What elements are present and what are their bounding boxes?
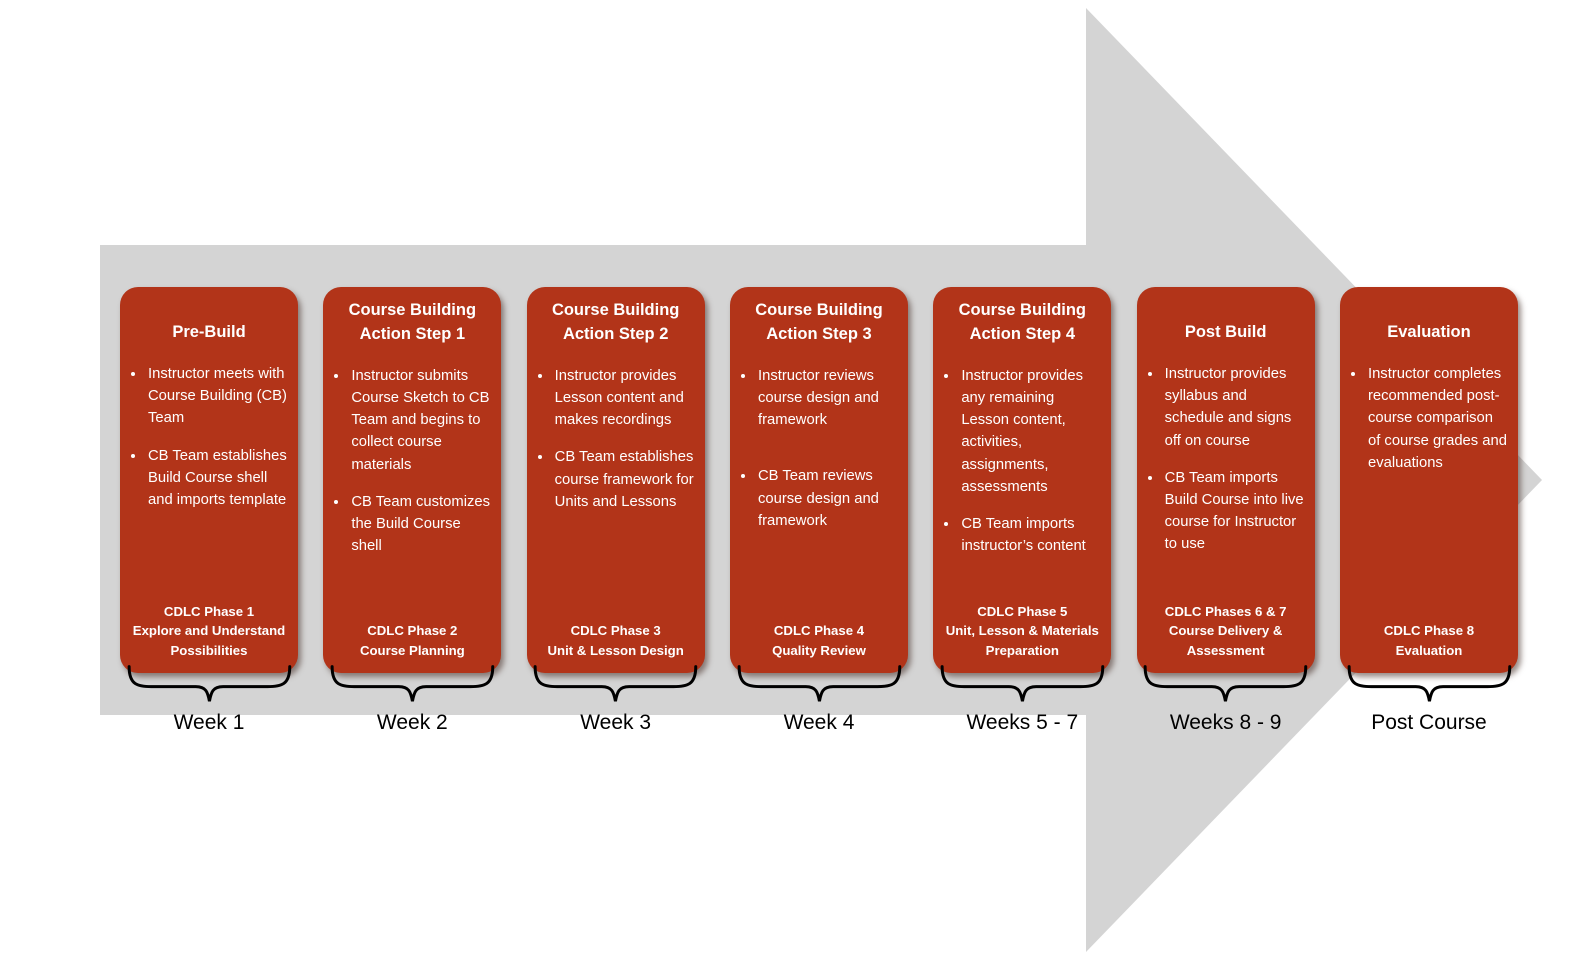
timeline-steps-row: Pre-Build Instructor meets with Course B…: [120, 287, 1518, 735]
phase-line: Explore and Understand Possibilities: [132, 623, 286, 659]
bullet-item: Instructor reviews course design and fra…: [756, 365, 898, 432]
phase-line: CDLC Phase 8: [1383, 623, 1475, 639]
week-label: Week 2: [376, 711, 448, 734]
card-title: Evaluation: [1387, 323, 1471, 342]
phase-line: CDLC Phase 4: [773, 623, 865, 639]
curly-brace-icon: [530, 663, 701, 703]
curly-brace-icon: [734, 663, 905, 703]
week-label: Weeks 8 - 9: [1169, 711, 1282, 734]
bullet-item: CB Team imports instructor’s content: [959, 513, 1101, 557]
phase-line: Evaluation: [1395, 643, 1463, 659]
timeline-step: Pre-Build Instructor meets with Course B…: [120, 287, 298, 735]
phase-line: CDLC Phase 5: [977, 603, 1068, 619]
card-title: Course Building Action Step 4: [958, 301, 1087, 343]
curly-brace-icon: [124, 663, 295, 703]
card-action-step-3: Course Building Action Step 3 Instructor…: [729, 287, 908, 673]
bullet-list: Instructor completes recommended post-co…: [1350, 363, 1508, 489]
phase-label: CDLC Phase 1 Explore and Understand Poss…: [130, 602, 288, 663]
timeline-step: Course Building Action Step 4 Instructor…: [933, 287, 1112, 735]
card-title: Course Building Action Step 3: [755, 301, 883, 343]
timeline-step: Post Build Instructor provides syllabus …: [1136, 287, 1315, 735]
curly-brace-icon: [1344, 663, 1515, 703]
bullet-item: Instructor completes recommended post-co…: [1366, 363, 1508, 474]
phase-line: CDLC Phase 1: [163, 603, 255, 619]
timeline-step: Evaluation Instructor completes recommen…: [1339, 287, 1518, 735]
bullet-item: Instructor submits Course Sketch to CB T…: [349, 365, 491, 476]
card-title: Post Build: [1184, 323, 1267, 342]
phase-line: Unit & Lesson Design: [547, 643, 684, 659]
phase-label: CDLC Phase 8 Evaluation: [1350, 621, 1508, 663]
bullet-item: CB Team customizes the Build Course shel…: [349, 491, 491, 558]
phase-line: Unit, Lesson & Materials Preparation: [945, 623, 1099, 659]
bullet-item: CB Team establishes course framework for…: [553, 446, 695, 513]
phase-label: CDLC Phase 3 Unit & Lesson Design: [537, 621, 695, 663]
bullet-list: Instructor provides Lesson content and m…: [537, 365, 695, 528]
week-label: Post Course: [1371, 711, 1487, 734]
curly-brace-icon: [937, 663, 1108, 703]
bullet-item: CB Team imports Build Course into live c…: [1163, 467, 1305, 556]
bullet-item: Instructor meets with Course Building (C…: [146, 363, 288, 430]
phase-label: CDLC Phase 2 Course Planning: [333, 621, 491, 663]
bullet-item: Instructor provides syllabus and schedul…: [1163, 363, 1305, 452]
bullet-item: Instructor provides any remaining Lesson…: [959, 365, 1101, 498]
card-action-step-2: Course Building Action Step 2 Instructor…: [526, 287, 705, 673]
phase-line: CDLC Phase 2: [367, 623, 458, 639]
bullet-list: Instructor reviews course design and fra…: [740, 365, 898, 547]
phase-label: CDLC Phase 4 Quality Review: [740, 621, 898, 663]
card-title: Pre-Build: [172, 323, 246, 342]
timeline-step: Course Building Action Step 3 Instructor…: [729, 287, 908, 735]
week-label: Week 4: [783, 711, 855, 734]
phase-line: CDLC Phase 3: [570, 623, 661, 639]
phase-line: Course Planning: [359, 643, 465, 659]
card-pre-build: Pre-Build Instructor meets with Course B…: [120, 287, 298, 673]
bullet-list: Instructor provides syllabus and schedul…: [1147, 363, 1305, 571]
bullet-item: CB Team reviews course design and framew…: [756, 465, 898, 532]
curly-brace-icon: [327, 663, 498, 703]
week-label: Week 1: [173, 711, 245, 734]
curly-brace-icon: [1140, 663, 1311, 703]
card-action-step-1: Course Building Action Step 1 Instructor…: [323, 287, 502, 673]
card-post-build: Post Build Instructor provides syllabus …: [1136, 287, 1315, 673]
bullet-item: CB Team establishes Build Course shell a…: [146, 445, 288, 512]
phase-label: CDLC Phases 6 & 7 Course Delivery & Asse…: [1147, 602, 1305, 663]
card-title: Course Building Action Step 2: [551, 301, 680, 343]
bullet-list: Instructor provides any remaining Lesson…: [943, 365, 1101, 573]
bullet-item: Instructor provides Lesson content and m…: [553, 365, 695, 432]
phase-line: Course Delivery & Assessment: [1168, 623, 1283, 659]
timeline-step: Course Building Action Step 2 Instructor…: [526, 287, 705, 735]
card-title: Course Building Action Step 1: [348, 301, 477, 343]
card-evaluation: Evaluation Instructor completes recommen…: [1339, 287, 1518, 673]
phase-label: CDLC Phase 5 Unit, Lesson & Materials Pr…: [943, 602, 1101, 663]
card-action-step-4: Course Building Action Step 4 Instructor…: [933, 287, 1112, 673]
week-label: Weeks 5 - 7: [966, 711, 1079, 734]
bullet-list: Instructor submits Course Sketch to CB T…: [333, 365, 491, 573]
bullet-list: Instructor meets with Course Building (C…: [130, 363, 288, 526]
week-label: Week 3: [580, 711, 652, 734]
timeline-step: Course Building Action Step 1 Instructor…: [323, 287, 502, 735]
phase-line: CDLC Phases 6 & 7: [1164, 603, 1287, 619]
phase-line: Quality Review: [772, 643, 866, 659]
